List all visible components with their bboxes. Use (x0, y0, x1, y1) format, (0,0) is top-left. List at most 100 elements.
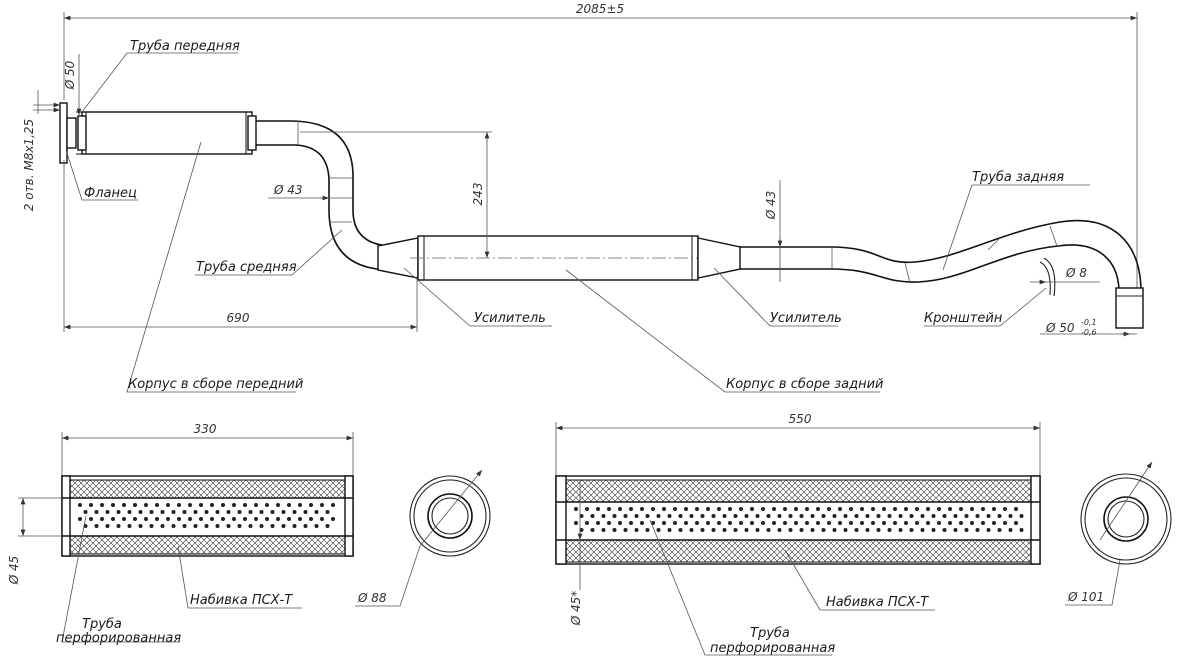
label-bracket: Кронштейн (924, 311, 1003, 326)
perforation-hole (607, 521, 611, 525)
perforation-hole (596, 507, 600, 511)
overall-length-dimension: 2085±5 (63, 2, 1138, 300)
perforation-hole (188, 503, 192, 507)
dia-88-label: Ø 88 (357, 591, 387, 605)
perforation-hole (893, 507, 897, 511)
perforation-hole (287, 517, 291, 521)
perforation-hole (331, 503, 335, 507)
perforation-hole (810, 528, 815, 532)
perforation-hole (673, 521, 677, 525)
perforation-hole (640, 507, 644, 511)
perforation-front (78, 503, 335, 528)
top-assembly: 2085±5 (22, 2, 1144, 393)
perforation-hole (909, 528, 914, 532)
perforation-hole (871, 507, 875, 511)
perforation-hole (865, 528, 870, 532)
perforation-hole (651, 507, 655, 511)
perforation-hole (89, 503, 93, 507)
perforation-hole (981, 507, 985, 511)
perforation-hole (210, 517, 214, 521)
perforation-hole (656, 528, 661, 532)
perforation-hole (761, 507, 765, 511)
perforation-hole (166, 517, 170, 521)
perforation-hole (986, 528, 991, 532)
label-rear-pipe: Труба задняя (972, 170, 1064, 185)
perforation-hole (777, 514, 782, 518)
perforation-rear (574, 507, 1024, 532)
perforation-hole (171, 524, 176, 528)
perforation-hole (728, 521, 732, 525)
perforation-hole (761, 521, 765, 525)
perforation-hole (100, 517, 104, 521)
dimension-330: 330 (61, 422, 354, 476)
perforation-hole (177, 503, 181, 507)
perforation-hole (188, 517, 192, 521)
perforation-hole (733, 514, 738, 518)
perforation-hole (783, 507, 787, 511)
perforation-hole (953, 514, 958, 518)
perforation-hole (843, 514, 848, 518)
perforation-hole (678, 514, 683, 518)
perforation-hole (948, 507, 952, 511)
perforation-hole (177, 517, 181, 521)
perforation-hole (662, 507, 666, 511)
dimension-550: 550 (555, 412, 1041, 476)
perforation-hole (667, 528, 672, 532)
callout-middle-pipe: Труба средняя (195, 229, 343, 276)
perforation-hole (810, 514, 815, 518)
perforation-hole (116, 510, 121, 514)
perforation-hole (920, 528, 925, 532)
perforation-hole (116, 524, 121, 528)
perforation-hole (270, 524, 275, 528)
dimension-dia-50: Ø 50 (63, 54, 82, 115)
callout-amplifier-left: Усилитель (403, 267, 552, 327)
perforation-hole (248, 510, 253, 514)
perforation-hole (585, 507, 589, 511)
perforation-hole (673, 507, 677, 511)
perforation-hole (733, 528, 738, 532)
perforation-hole (166, 503, 170, 507)
perforation-hole (155, 503, 159, 507)
perforation-hole (270, 510, 275, 514)
perforation-hole (78, 503, 82, 507)
dia-43-right-label: Ø 43 (764, 191, 778, 221)
perforation-hole (750, 521, 754, 525)
perforation-hole (138, 510, 143, 514)
perforation-hole (94, 524, 99, 528)
middle-pipe (256, 120, 418, 271)
perforation-hole (739, 521, 743, 525)
perforation-hole (232, 517, 236, 521)
perforation-hole (821, 514, 826, 518)
perforation-hole (320, 517, 324, 521)
perforation-hole (237, 524, 242, 528)
perforation-hole (838, 507, 842, 511)
perforation-hole (722, 528, 727, 532)
rear-muffler-section: 550 Ø 45* Набивка ПСХ-Т Труба перфориров… (555, 412, 1172, 656)
perforation-hole (964, 514, 969, 518)
perforation-hole (1019, 514, 1024, 518)
perforation-hole (155, 517, 159, 521)
perforation-hole (574, 507, 578, 511)
perforation-hole (298, 517, 302, 521)
perforation-hole (876, 514, 881, 518)
perforation-hole (656, 514, 661, 518)
perforation-hole (105, 510, 110, 514)
perforation-hole (276, 503, 280, 507)
perforation-hole (1019, 528, 1024, 532)
perforation-hole (182, 510, 187, 514)
perforation-hole (89, 517, 93, 521)
perforation-hole (287, 503, 291, 507)
perforation-hole (171, 510, 176, 514)
perforation-hole (904, 521, 908, 525)
label-amplifier-left: Усилитель (474, 311, 546, 326)
front-muffler-end-view: Ø 88 (355, 469, 491, 607)
perforation-hole (915, 521, 919, 525)
perforation-hole (794, 521, 798, 525)
perforation-hole (695, 521, 699, 525)
dimension-243-label: 243 (471, 183, 485, 206)
perforation-hole (975, 528, 980, 532)
perforation-hole (320, 503, 324, 507)
perforation-hole (992, 521, 996, 525)
perforation-hole (959, 507, 963, 511)
perforation-hole (579, 514, 584, 518)
